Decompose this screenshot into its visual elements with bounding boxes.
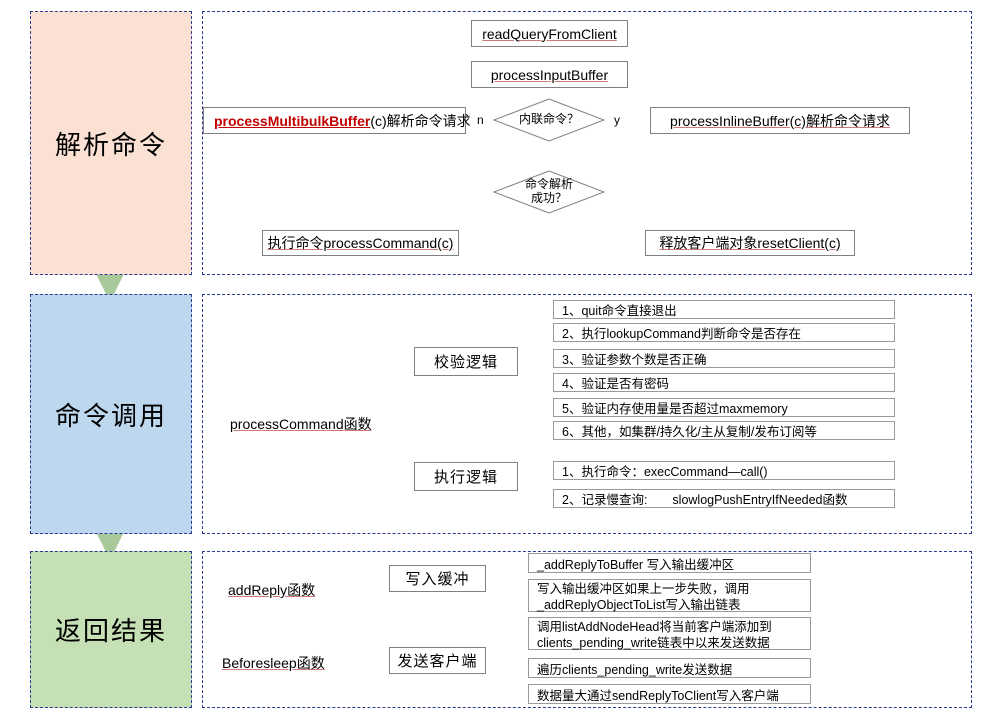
validate-item-3[interactable]: 3、验证参数个数是否正确 bbox=[553, 349, 895, 368]
node-reset-client[interactable]: 释放客户端对象resetClient(c) bbox=[645, 230, 855, 256]
node-process-input-buffer[interactable]: processInputBuffer bbox=[471, 61, 628, 88]
panel-result bbox=[202, 551, 972, 708]
validate-item-2[interactable]: 2、执行lookupCommand判断命令是否存在 bbox=[553, 323, 895, 342]
group-execute-logic[interactable]: 执行逻辑 bbox=[414, 462, 518, 491]
section-label-invoke-text: 命令调用 bbox=[54, 400, 167, 431]
edge-label-yes: y bbox=[614, 113, 620, 127]
write-item-2[interactable]: 写入输出缓冲区如果上一步失败，调用 _addReplyObjectToList写… bbox=[528, 579, 811, 612]
group-execute-logic-label: 执行逻辑 bbox=[433, 469, 498, 486]
validate-item-5[interactable]: 5、验证内存使用量是否超过maxmemory bbox=[553, 398, 895, 417]
write-item-3-line1: 调用listAddNodeHead将当前客户端添加到 bbox=[537, 620, 772, 634]
section-label-parse-text: 解析命令 bbox=[54, 129, 167, 160]
node-read-query-from-client[interactable]: readQueryFromClient bbox=[471, 20, 628, 47]
send-item-1-line1: 遍历clients_pending_write发送数据 bbox=[537, 662, 733, 677]
execute-item-2[interactable]: 2、记录慢查询: slowlogPushEntryIfNeeded函数 bbox=[553, 489, 895, 508]
group-send-client-label: 发送客户端 bbox=[397, 653, 478, 670]
node-process-multibulk-buffer[interactable]: processMultibulkBuffer (c)解析命令请求 bbox=[203, 107, 471, 134]
section-label-parse: 解析命令 bbox=[30, 11, 192, 275]
decision-inline-command[interactable]: 内联命令？ bbox=[493, 98, 605, 142]
node-process-inline-buffer-label: processInlineBuffer(c)解析命令请求 bbox=[670, 112, 890, 129]
execute-item-1[interactable]: 1、执行命令：execCommand—call() bbox=[553, 461, 895, 480]
write-item-1-line1: _addReplyToBuffer 写入输出缓冲区 bbox=[537, 557, 735, 572]
node-read-query-from-client-label: readQueryFromClient bbox=[482, 25, 617, 42]
write-item-2-line1: 写入输出缓冲区如果上一步失败，调用 bbox=[537, 582, 750, 596]
decision-parse-success-line2: 成功？ bbox=[530, 191, 567, 205]
decision-parse-success-label: 命令解析 成功？ bbox=[524, 177, 573, 206]
write-item-3[interactable]: 调用listAddNodeHead将当前客户端添加到 clients_pendi… bbox=[528, 617, 811, 650]
write-item-3-line2: clients_pending_write链表中以来发送数据 bbox=[537, 635, 770, 650]
node-beforesleep-fn: Beforesleep函数 bbox=[222, 655, 325, 671]
send-item-1[interactable]: 遍历clients_pending_write发送数据 bbox=[528, 658, 811, 678]
diamond-shape-icon bbox=[493, 98, 605, 142]
node-process-inline-buffer[interactable]: processInlineBuffer(c)解析命令请求 bbox=[650, 107, 910, 134]
group-send-client[interactable]: 发送客户端 bbox=[389, 647, 486, 674]
edge-label-no: n bbox=[477, 113, 484, 127]
node-exec-process-command-label: 执行命令processCommand(c) bbox=[267, 235, 454, 251]
section-label-result-text: 返回结果 bbox=[54, 616, 167, 646]
group-write-buffer[interactable]: 写入缓冲 bbox=[389, 565, 486, 592]
node-process-input-buffer-label: processInputBuffer bbox=[490, 66, 609, 83]
send-item-2[interactable]: 数据量大通过sendReplyToClient写入客户端 bbox=[528, 684, 811, 704]
validate-item-4[interactable]: 4、验证是否有密码 bbox=[553, 373, 895, 392]
decision-parse-success[interactable]: 命令解析 成功？ bbox=[493, 170, 605, 214]
group-validate-logic[interactable]: 校验逻辑 bbox=[414, 347, 518, 376]
decision-inline-command-label: 内联命令？ bbox=[518, 112, 579, 127]
node-exec-process-command[interactable]: 执行命令processCommand(c) bbox=[262, 230, 459, 256]
node-reset-client-label: 释放客户端对象resetClient(c) bbox=[659, 235, 841, 251]
validate-item-6[interactable]: 6、其他，如集群/持久化/主从复制/发布订阅等 bbox=[553, 421, 895, 440]
decision-parse-success-line1: 命令解析 bbox=[524, 177, 573, 192]
write-item-2-line2: _addReplyObjectToList写入输出链表 bbox=[537, 597, 741, 612]
section-label-invoke: 命令调用 bbox=[30, 294, 192, 534]
node-process-command-root: processCommand函数 bbox=[230, 416, 372, 432]
group-write-buffer-label: 写入缓冲 bbox=[405, 571, 470, 588]
node-process-multibulk-buffer-fn: processMultibulkBuffer bbox=[214, 112, 371, 129]
validate-item-1[interactable]: 1、quit命令直接退出 bbox=[553, 300, 895, 319]
send-item-2-line1: 数据量大通过sendReplyToClient写入客户端 bbox=[537, 688, 779, 703]
write-item-1[interactable]: _addReplyToBuffer 写入输出缓冲区 bbox=[528, 553, 811, 573]
section-label-result: 返回结果 bbox=[30, 551, 192, 708]
node-add-reply-fn: addReply函数 bbox=[228, 582, 316, 598]
group-validate-logic-label: 校验逻辑 bbox=[433, 354, 498, 371]
diamond-shape-icon bbox=[493, 170, 605, 214]
node-process-multibulk-buffer-rest: (c)解析命令请求 bbox=[370, 112, 471, 129]
